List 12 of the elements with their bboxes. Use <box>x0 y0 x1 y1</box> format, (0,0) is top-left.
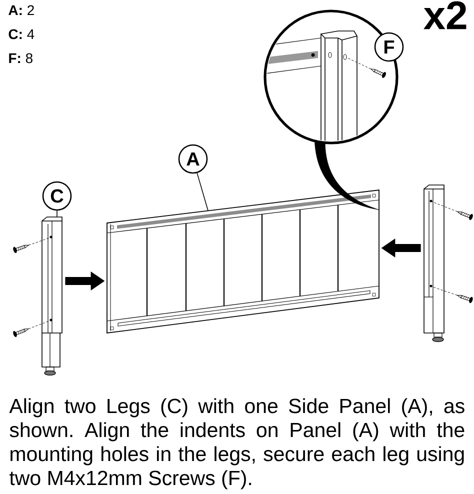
detail-view <box>264 10 398 144</box>
part-count: F: 8 <box>9 53 32 64</box>
side-panel <box>106 189 380 334</box>
part-count: C: 4 <box>8 29 34 40</box>
quantity-label: x2 <box>424 1 466 30</box>
leg <box>424 184 444 342</box>
leg <box>42 216 62 376</box>
part-count: A: 2 <box>8 5 34 15</box>
leader-line <box>196 172 208 211</box>
detail-pointer <box>314 142 380 210</box>
instruction-text: Align two Legs (C) with one Side Panel (A), as shown. Align the indents on Panel (A) with the mounting holes in the legs, secure each leg using two M4x12mm Screws (F). <box>9 398 464 490</box>
leader-line <box>56 210 58 218</box>
